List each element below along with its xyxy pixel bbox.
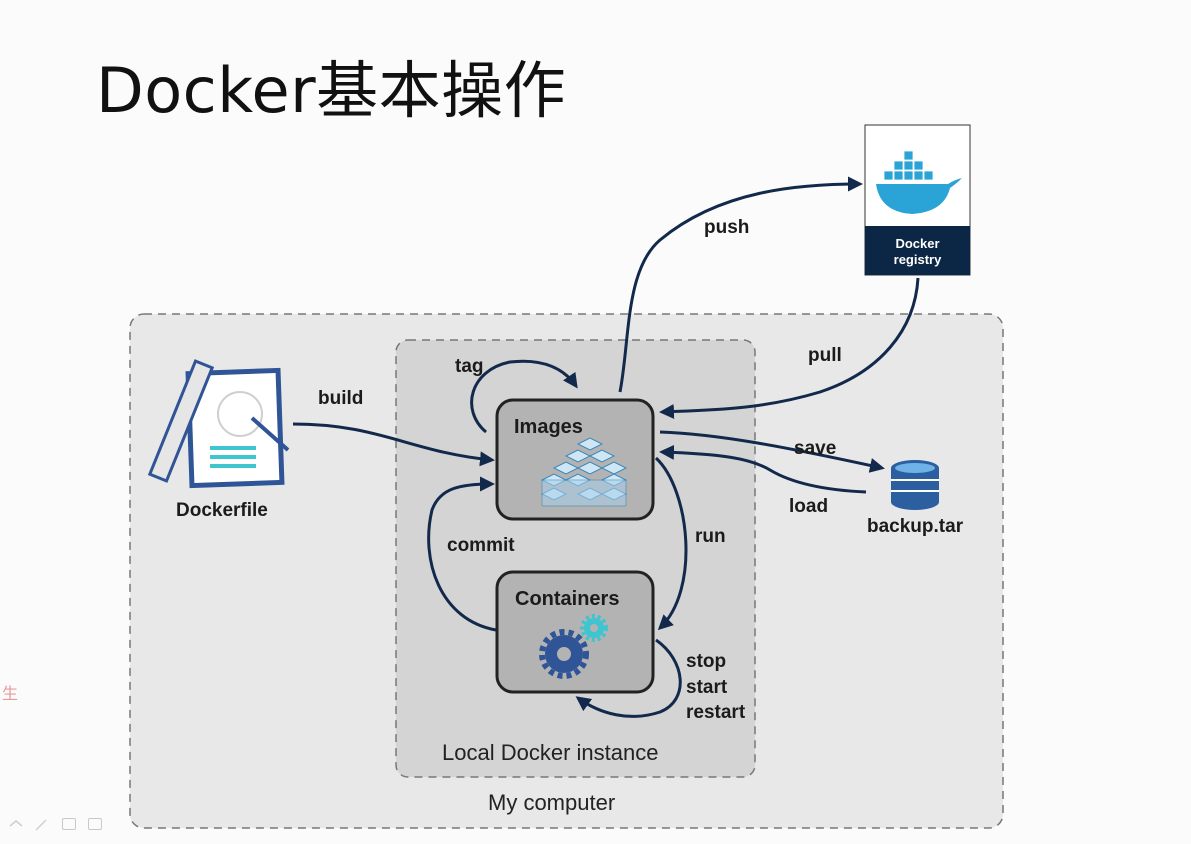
stop-label: stop <box>686 651 727 672</box>
registry-label-line1: Docker <box>895 236 940 251</box>
build-label: build <box>318 388 364 409</box>
push-arrow <box>618 176 863 393</box>
commit-arrow <box>427 476 497 632</box>
containers-title: Containers <box>515 588 620 610</box>
containers-node <box>495 570 655 694</box>
pull-label: pull <box>808 345 842 366</box>
my-computer-label: My computer <box>488 790 616 815</box>
slide-toolbar-icon[interactable] <box>62 818 76 830</box>
save-label: save <box>794 438 837 459</box>
build-arrow <box>292 422 495 467</box>
images-title: Images <box>514 416 583 438</box>
backup-label: backup.tar <box>867 516 964 537</box>
dockerfile-icon <box>147 359 290 489</box>
dockerfile-label: Dockerfile <box>176 500 268 521</box>
registry-label-line2: registry <box>893 252 942 267</box>
gears-icon <box>539 614 608 679</box>
pull-arrow <box>659 277 920 419</box>
local-instance-label: Local Docker instance <box>442 740 659 765</box>
slide-title: Docker基本操作 <box>96 54 567 127</box>
run-label: run <box>695 526 726 547</box>
slide-toolbar-icon[interactable] <box>88 818 102 830</box>
push-label: push <box>704 217 750 238</box>
registry-node <box>864 124 971 276</box>
start-label: start <box>686 677 728 698</box>
side-mark: 生 <box>2 684 19 703</box>
tag-label: tag <box>455 356 484 377</box>
run-arrow <box>654 456 688 631</box>
restart-label: restart <box>686 702 746 723</box>
save-arrow <box>659 430 885 473</box>
backup-cylinder <box>891 460 939 510</box>
lifecycle-arrow <box>575 638 682 718</box>
registry-label: Docker registry <box>865 236 970 268</box>
load-arrow <box>659 444 867 494</box>
tag-arrow <box>470 359 578 434</box>
image-stack-icon <box>540 437 628 507</box>
load-label: load <box>789 496 829 517</box>
commit-label: commit <box>447 535 515 556</box>
